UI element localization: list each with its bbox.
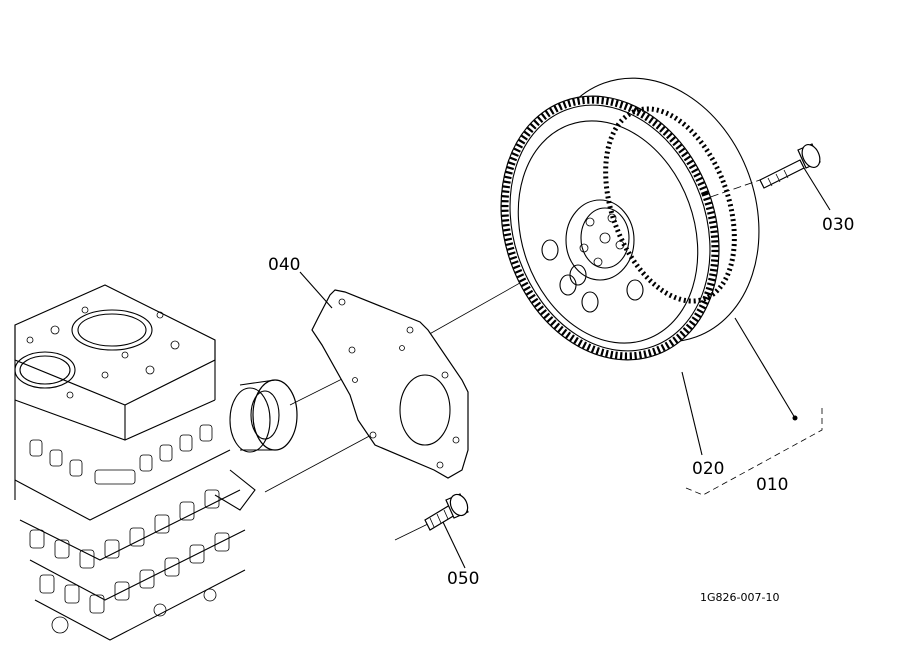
back-end-plate-icon bbox=[311, 289, 469, 479]
drawing-code: 1G826-007-10 bbox=[700, 591, 779, 604]
label-050: 050 bbox=[447, 569, 479, 589]
label-020: 020 bbox=[692, 459, 724, 479]
ring-gear-icon bbox=[501, 96, 719, 360]
label-010: 010 bbox=[756, 475, 788, 495]
label-030: 030 bbox=[822, 215, 854, 235]
engine-block-icon bbox=[14, 284, 298, 641]
flywheel-icon bbox=[500, 77, 760, 361]
plate-bolt-icon bbox=[424, 493, 469, 531]
label-040: 040 bbox=[268, 255, 300, 275]
flywheel-bolt-icon bbox=[759, 143, 821, 189]
leader-lines bbox=[299, 167, 831, 569]
